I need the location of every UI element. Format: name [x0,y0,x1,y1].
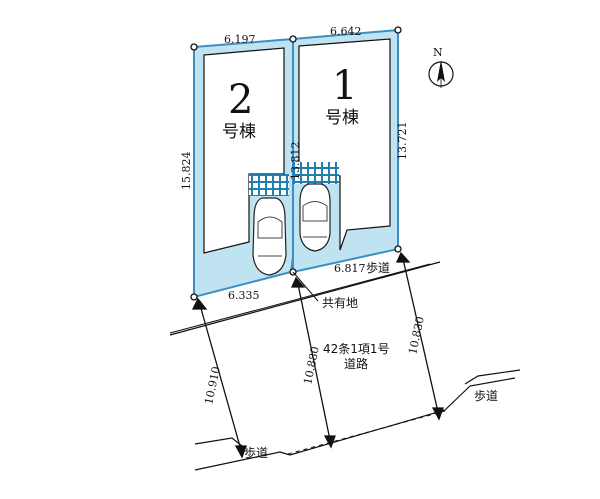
lot-2-parking-tiles [249,174,289,196]
arrowhead-right-bottom [431,407,444,421]
label-sidewalk-right: 歩道 [366,260,390,275]
road-width-arrow-left [199,304,242,451]
dim-lot-2-bottom: 6.335 [228,289,260,302]
arrowhead-right-top [395,251,411,263]
arrowhead-center-bottom [323,435,336,449]
road-edge-upper [169,261,441,336]
dim-lot-1-bottom: 6.817 [334,262,366,275]
dim-lot-2-top: 6.197 [224,33,256,46]
label-shared-land: 共有地 [322,296,358,310]
arrowhead-left-top [191,297,208,310]
lot-2-name: 号棟 [222,122,256,142]
dim-lot-1-top: 6.642 [330,25,362,38]
dim-divider: 13.812 [289,142,302,181]
road-width-arrow-right [402,258,439,413]
sidewalk-step-bottom [194,437,243,447]
lot-1-name: 号棟 [325,108,359,128]
label-road-line1: 42条1項1号 [323,342,390,356]
compass [428,60,454,88]
shared-land-leader [292,271,319,302]
arrowhead-left-bottom [234,445,247,459]
dim-lot-1-right: 13.721 [396,122,409,161]
car-lot-1 [299,183,331,252]
lot-1-number: 1 [332,63,357,109]
dim-road-left: 10.910 [202,365,223,405]
road-edge-lower [194,377,516,471]
road-width-arrow-center [297,283,331,441]
label-sidewalk-bottom: 歩道 [244,445,268,460]
label-road-line2: 道路 [344,356,368,371]
arrowhead-center-top [290,276,306,288]
label-sidewalk-far: 歩道 [474,388,498,403]
lot-1-parking-tiles [293,162,339,184]
sidewalk-step-right [464,369,521,385]
compass-label: N [433,46,443,59]
car-lot-2 [252,197,287,276]
road-edge-upper-inner [169,263,431,334]
road-dashed-line [287,410,446,455]
dim-lot-2-left: 15.824 [180,152,193,191]
lot-2-number: 2 [228,77,253,123]
dim-road-center: 10.880 [301,345,322,385]
